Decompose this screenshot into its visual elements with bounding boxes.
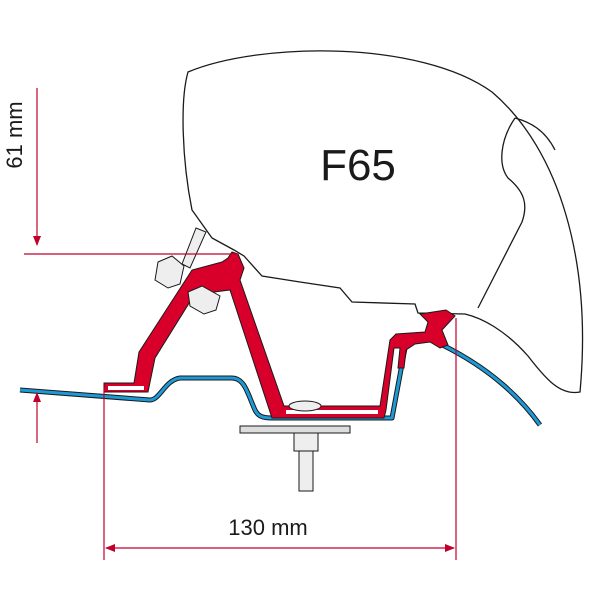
roof-fill-line <box>19 335 542 426</box>
upper-bolt <box>154 227 221 315</box>
lower-bolt <box>239 400 351 492</box>
model-label: F65 <box>320 141 396 190</box>
height-dimension-label: 61 mm <box>2 101 27 168</box>
height-dimension <box>24 88 238 443</box>
serration-teeth <box>108 386 378 414</box>
awning-housing <box>182 50 584 394</box>
width-dimension-label: 130 mm <box>228 515 307 540</box>
width-dimension <box>103 318 457 560</box>
